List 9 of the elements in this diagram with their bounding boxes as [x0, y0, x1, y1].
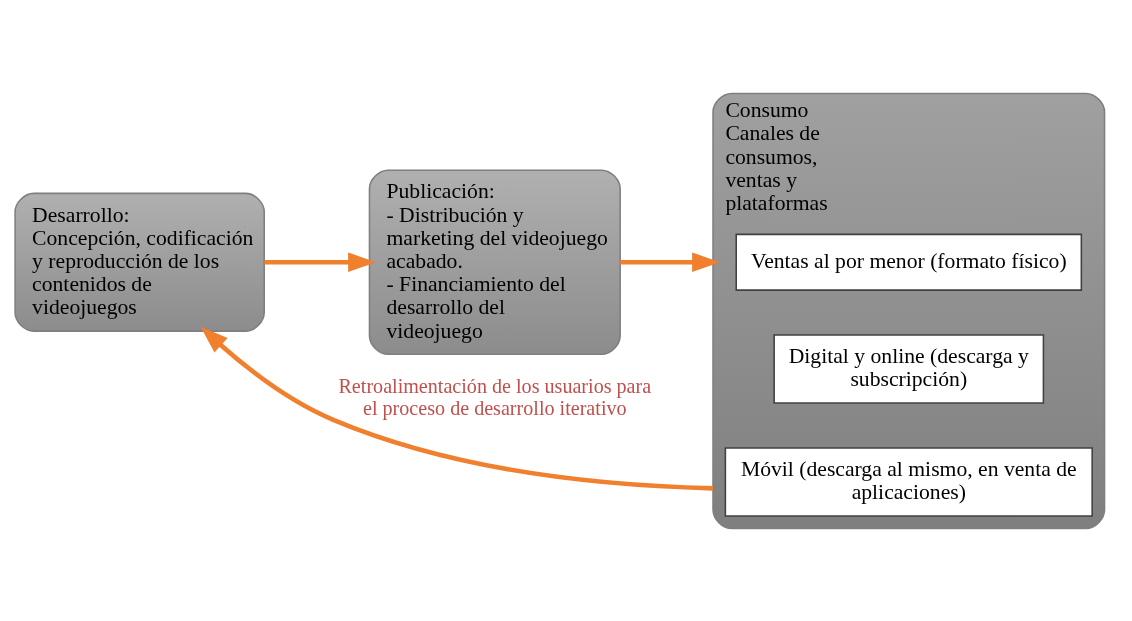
edge-label: Retroalimentación de los usuarios para el proceso de desarrollo iterativo [338, 374, 652, 419]
arrow [620, 251, 721, 272]
arrow [200, 325, 714, 491]
node-box: Publicación: - Distribución y marketing del videojuego acabado. - Financiamiento del desarrollo del videojuego [368, 168, 621, 355]
node-box: Digital y online (descarga y subscripción) [773, 333, 1045, 404]
node-box: Móvil (descarga al mismo, en venta de aplicaciones) [724, 446, 1093, 517]
node-box: Desarrollo: Concepción, codificación y reproducción de los contenidos de videojuegos [14, 192, 265, 332]
node-box: Ventas al por menor (formato físico) [735, 233, 1083, 291]
arrow [264, 251, 377, 272]
